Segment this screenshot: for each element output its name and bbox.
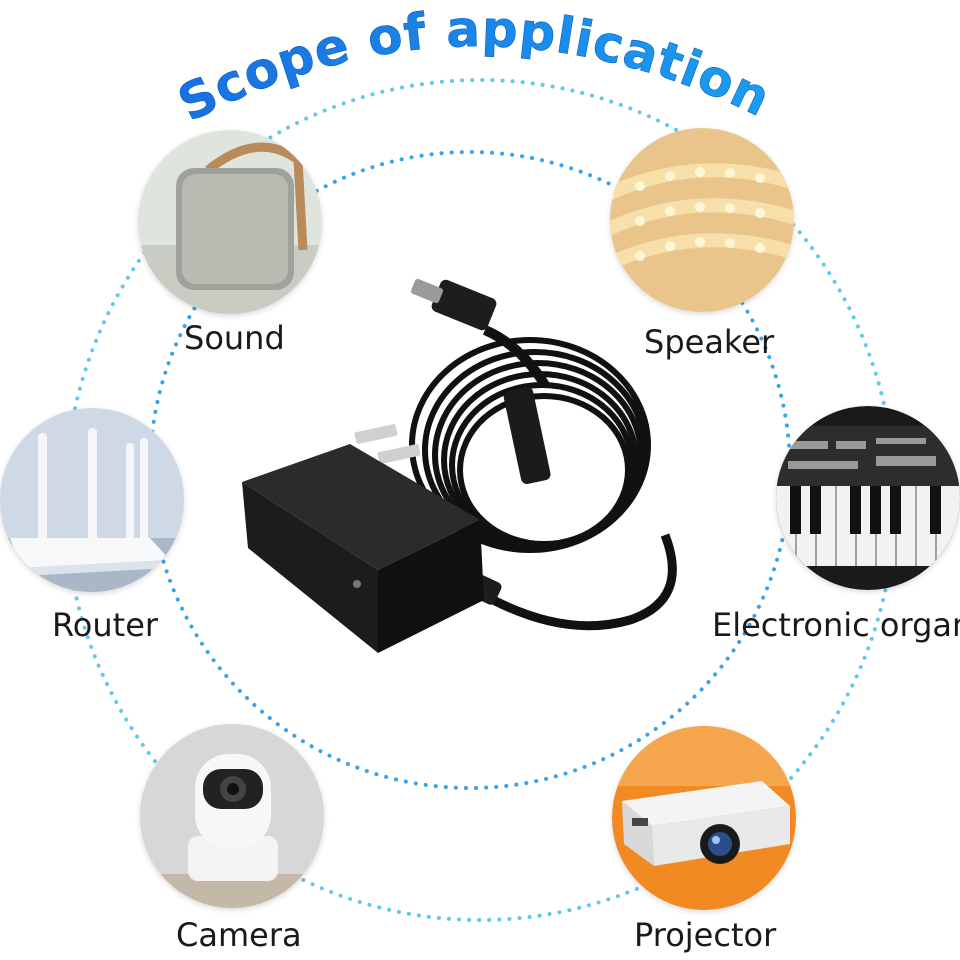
application-label-speaker: Speaker <box>644 323 775 361</box>
application-label-projector: Projector <box>634 916 777 954</box>
application-photo-electronic-organ <box>776 406 960 590</box>
application-photo-router <box>0 408 184 592</box>
power-adapter-icon <box>242 278 677 653</box>
projector-icon <box>612 726 796 910</box>
camera-icon <box>140 724 324 908</box>
application-photo-projector <box>612 726 796 910</box>
page-title: Scope of application <box>169 0 780 133</box>
application-photo-camera <box>140 724 324 908</box>
application-label-electronic-organ: Electronic organ <box>712 606 960 644</box>
speaker-box-icon <box>138 130 322 314</box>
application-label-sound: Sound <box>184 319 285 357</box>
application-label-router: Router <box>52 606 159 644</box>
application-label-camera: Camera <box>176 916 302 954</box>
led-strip-icon <box>610 128 794 312</box>
application-photo-speaker <box>610 128 794 312</box>
application-photo-sound <box>138 130 322 314</box>
keyboard-icon <box>776 406 960 590</box>
router-icon <box>0 408 184 592</box>
